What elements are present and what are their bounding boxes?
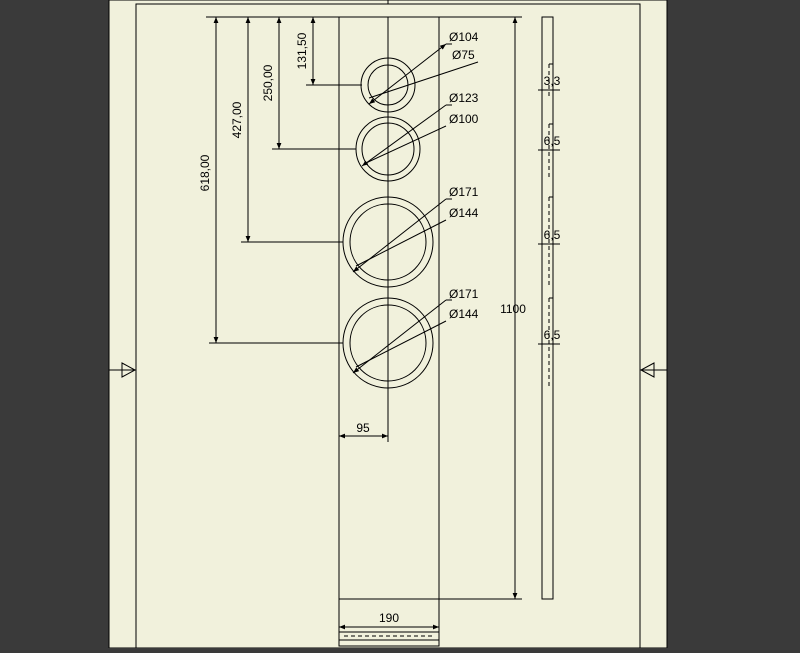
horizontal-dimension-lines [338,433,440,632]
hole-2-inner-label: Ø100 [449,112,479,126]
hole-2-outer-label: Ø123 [449,91,479,105]
dim-width-label: 190 [379,611,399,625]
dim-center-offset-label: 95 [356,421,370,435]
front-panel-outline [338,16,440,600]
hole-4-inner-label: Ø144 [449,307,479,321]
hole-3-outer-label: Ø171 [449,185,479,199]
side-view [538,16,560,600]
side-recess-4-label: 6,5 [544,328,561,342]
section-arrow-icon [639,362,667,378]
dim-618-label: 618,00 [198,154,212,191]
side-recess-3-label: 6,5 [544,228,561,242]
side-recess-1-label: 3,3 [544,74,561,88]
hole-3-inner-label: Ø144 [449,206,479,220]
hole-1-inner-label: Ø75 [452,48,475,62]
vertical-dimension-lines [206,16,522,600]
hole-1-outer-label: Ø104 [449,30,479,44]
dim-131-label: 131,50 [295,32,309,69]
hole-4-outer-label: Ø171 [449,287,479,301]
bottom-view [338,631,440,647]
dim-250-label: 250,00 [261,64,275,101]
diameter-leaders [352,43,479,374]
dim-427-label: 427,00 [230,101,244,138]
side-recess-2-label: 6,5 [544,134,561,148]
section-arrow-icon [109,362,137,378]
dim-height-label: 1100 [500,302,526,316]
